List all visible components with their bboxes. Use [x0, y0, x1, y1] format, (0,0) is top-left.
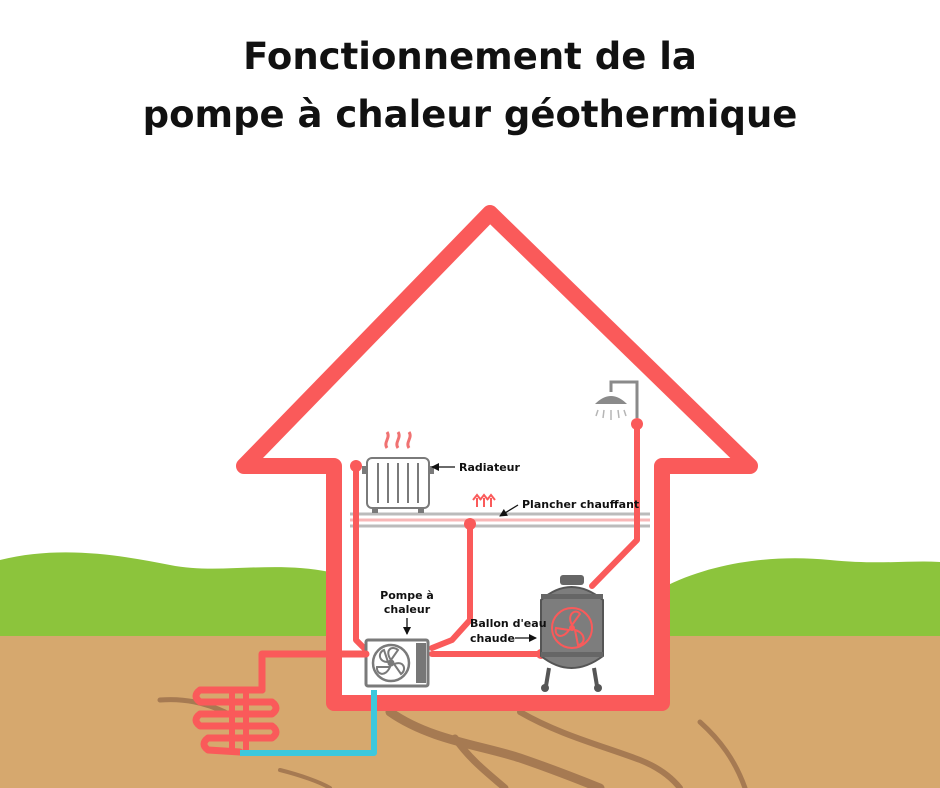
cold-return-pipe	[240, 690, 377, 756]
title-line-1: Fonctionnement de la	[243, 35, 697, 78]
ground-coil-icon	[192, 650, 370, 756]
label-ballon-line2: chaude	[470, 632, 515, 645]
heat-pump-fan-icon	[364, 638, 430, 688]
hot-pipes	[353, 421, 640, 657]
ballon-callout: Ballon d'eau chaude	[470, 617, 547, 645]
soil-roots	[157, 697, 748, 788]
label-pompe-line2: chaleur	[384, 603, 431, 616]
house-interior	[260, 222, 735, 700]
label-pompe-line1: Pompe à	[380, 589, 434, 602]
water-tank-icon	[540, 575, 604, 692]
shower-icon	[595, 380, 639, 420]
grass-hill-right	[668, 558, 940, 640]
label-ballon-line1: Ballon d'eau	[470, 617, 547, 630]
title-line-2: pompe à chaleur géothermique	[142, 93, 798, 136]
radiator-icon	[362, 431, 434, 513]
house-outline	[236, 205, 758, 711]
floor-heat-waves-icon	[472, 493, 496, 507]
grass-hill-left	[0, 552, 330, 640]
label-plancher-chauffant: Plancher chauffant	[522, 498, 639, 511]
label-radiateur: Radiateur	[459, 461, 521, 474]
diagram-title: Fonctionnement de la pompe à chaleur géo…	[0, 28, 940, 144]
radiateur-callout: Radiateur	[431, 461, 521, 474]
plancher-callout: Plancher chauffant	[499, 498, 639, 517]
pompe-callout: Pompe à chaleur	[380, 589, 434, 635]
pipe-joints	[350, 418, 643, 659]
